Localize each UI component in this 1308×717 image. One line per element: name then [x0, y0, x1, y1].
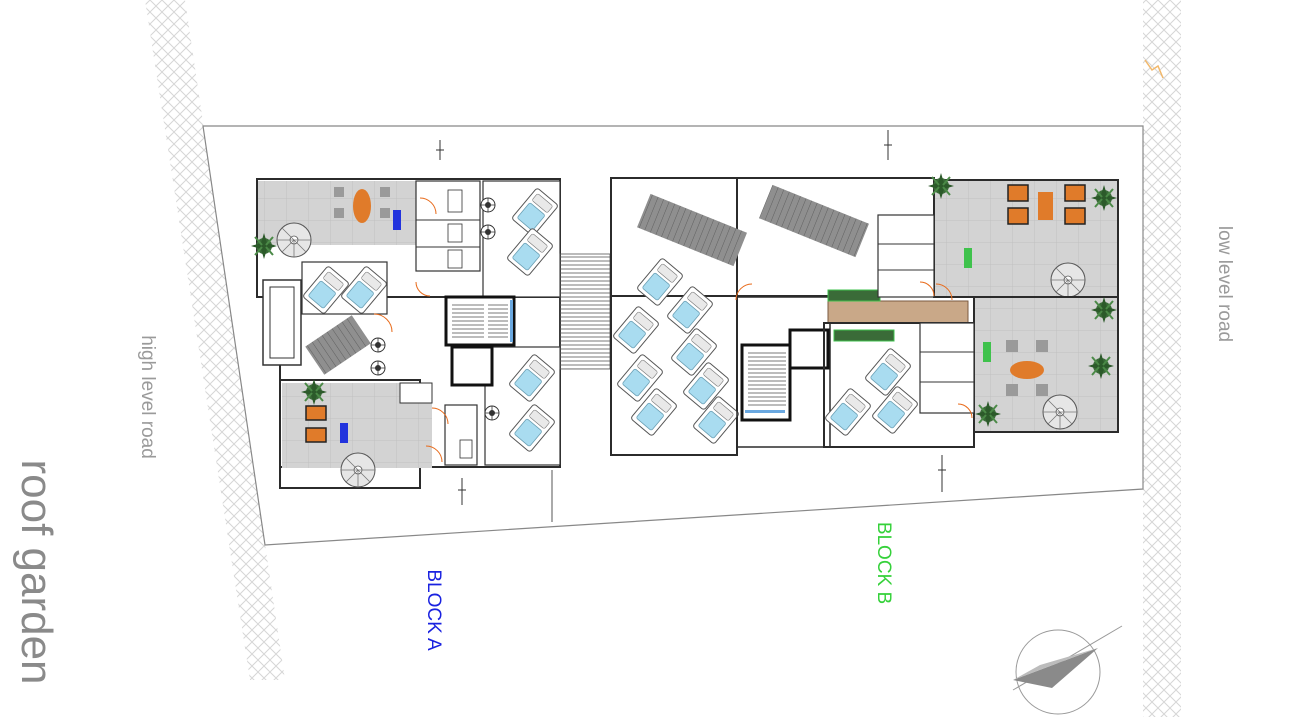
- lounger-b2: [1007, 207, 1029, 225]
- lounger-a2: [305, 427, 327, 443]
- site-outline: [202, 125, 1144, 546]
- table-b: [1038, 192, 1053, 220]
- drawing-title: roof garden: [12, 459, 61, 685]
- lounger-b3: [1064, 184, 1086, 202]
- compass-icon: [1012, 625, 1123, 715]
- block-b-plan: [610, 130, 1119, 492]
- solar-panel: [637, 193, 747, 267]
- lounger-a1: [305, 405, 327, 421]
- low-level-road-label: low level road: [1214, 225, 1235, 343]
- deck-walkway: [827, 300, 969, 324]
- planter-blue: [340, 423, 348, 443]
- lounger-b4: [1064, 207, 1086, 225]
- solar-panel: [759, 184, 869, 258]
- right-boundary-hatch: [1143, 0, 1181, 717]
- block-a-label: BLOCK A: [423, 569, 444, 651]
- block-a-plan: [250, 140, 561, 505]
- planter-green: [833, 329, 895, 342]
- high-level-road-label: high level road: [137, 335, 158, 459]
- planter-green: [983, 342, 991, 362]
- bridge-stairs: [559, 253, 611, 370]
- sketch-mark: [1144, 59, 1164, 79]
- planter-green: [964, 248, 972, 268]
- solar-panel: [305, 315, 371, 375]
- left-boundary-hatch: [145, 0, 285, 680]
- planter-green: [827, 289, 881, 302]
- lounger-b1: [1007, 184, 1029, 202]
- planter-blue: [393, 210, 401, 230]
- dining-table: [1010, 361, 1044, 379]
- dining-table: [353, 189, 371, 223]
- block-b-label: BLOCK B: [873, 521, 894, 605]
